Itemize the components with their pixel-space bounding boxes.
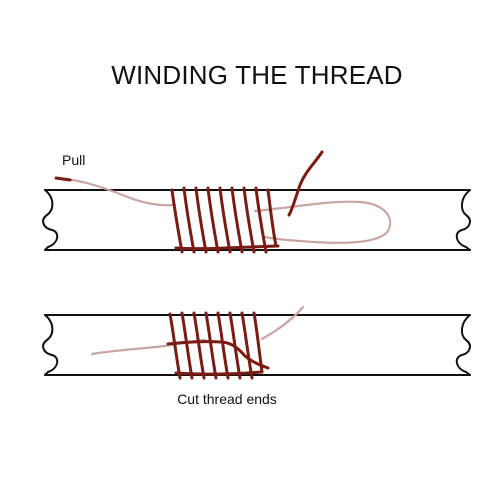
top-wrap (218, 186, 232, 254)
bottom-rod-left-break (42, 314, 59, 376)
top-rod-left-break (42, 189, 59, 251)
bottom-rod-right-break (455, 314, 471, 376)
top-pull-end-dark (54, 176, 72, 182)
bottom-wrap (204, 311, 218, 380)
top-wrap (230, 186, 244, 254)
top-wraps (170, 186, 280, 254)
bottom-cross-strand (166, 340, 270, 370)
top-wrap (266, 188, 278, 248)
top-wrap (194, 186, 208, 254)
pull-label: Pull (62, 152, 85, 168)
bottom-thread-end-right (260, 305, 305, 341)
top-thread-loop (253, 200, 392, 244)
bottom-wrap (240, 311, 254, 380)
top-wrap (242, 186, 256, 254)
bottom-wrap (192, 311, 206, 380)
bottom-wrap-bottom-strand (174, 370, 264, 376)
top-wrap (170, 188, 184, 254)
cut-thread-ends-label: Cut thread ends (177, 391, 277, 407)
top-pull-thread (56, 176, 177, 207)
bottom-wrap (216, 311, 230, 380)
top-wrap (182, 186, 196, 254)
bottom-wrap (228, 311, 242, 380)
bottom-wraps (166, 311, 270, 380)
top-thread-tail (287, 150, 324, 217)
top-wrap (206, 186, 220, 254)
bottom-rod (42, 314, 471, 376)
top-wrap (254, 186, 268, 254)
top-rod-right-break (455, 189, 471, 251)
top-wrap-bottom-strand (174, 244, 280, 251)
diagram-title: WINDING THE THREAD (111, 60, 403, 90)
bottom-wrap (180, 311, 194, 380)
